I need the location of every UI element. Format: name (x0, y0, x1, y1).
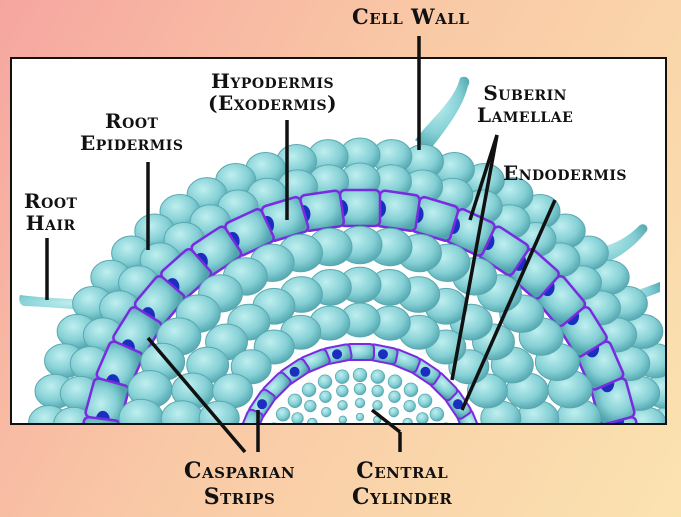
central-cylinder-cell (307, 417, 318, 423)
cortex-cell (118, 398, 164, 423)
cortex-cell (562, 429, 606, 466)
central-cylinder-cell (297, 432, 307, 442)
label-cell-wall: Cell Wall (352, 4, 470, 29)
casparian-strip (332, 349, 343, 360)
central-cylinder-cell (357, 428, 363, 434)
hypodermis-cell (78, 415, 121, 423)
cortex-cell (50, 439, 90, 473)
central-cylinder-cell (372, 447, 378, 453)
central-cylinder-cell (334, 369, 350, 384)
central-cylinder-cell (414, 432, 424, 442)
central-cylinder-cell (319, 457, 325, 463)
central-cylinder-cell (417, 393, 433, 408)
central-cylinder-cell (388, 406, 399, 418)
central-cylinder-cell (355, 412, 365, 422)
central-cylinder-cell (420, 449, 430, 459)
central-cylinder-cell (312, 437, 320, 445)
central-cylinder-cell (319, 390, 332, 403)
casparian-strip (377, 349, 388, 360)
cortex-cell (160, 400, 204, 423)
cortex-cell (630, 439, 670, 473)
central-cylinder-cell (342, 447, 348, 453)
central-cylinder-cell (338, 415, 348, 423)
central-cylinder-cell (282, 428, 294, 440)
central-cylinder-cell (340, 432, 346, 438)
central-cylinder-cell (403, 399, 416, 413)
central-cylinder-cell (327, 442, 333, 448)
label-endodermis: Endodermis (503, 161, 627, 185)
central-cylinder-cell (333, 461, 339, 467)
label-central-cylinder: Central Cylinder (352, 458, 453, 510)
casparian-strip (471, 442, 481, 452)
cortex-cell (523, 430, 565, 466)
casparian-strip (257, 399, 268, 410)
central-cylinder-cell (416, 412, 429, 423)
central-cylinder-cell (337, 400, 348, 411)
label-casparian-strips: Casparian Strips (184, 458, 296, 510)
central-cylinder-cell (287, 393, 303, 408)
central-cylinder-cell (336, 384, 349, 398)
central-cylinder-cell (321, 406, 332, 418)
leader-lines (45, 36, 557, 454)
central-cylinder-cell (276, 444, 288, 456)
central-cylinder-cell (445, 440, 459, 454)
cortex-cell (198, 400, 240, 423)
label-hypodermis: Hypodermis (Exodermis) (208, 69, 338, 115)
central-cylinder-cell (353, 382, 367, 396)
label-root-epidermis: Root Epidermis (80, 109, 184, 155)
cortex-cell (114, 429, 158, 466)
epidermis-cell (655, 437, 681, 471)
central-cylinder-cell (402, 417, 413, 423)
central-cylinder-cell (354, 397, 366, 409)
central-cylinder-cell (372, 400, 383, 411)
label-suberin-lamellae: Suberin Lamellae (477, 81, 574, 127)
central-cylinder-cell (443, 422, 449, 423)
central-cylinder-cell (352, 367, 368, 383)
endodermis-cell (238, 408, 264, 423)
central-cylinder-cell (370, 369, 386, 384)
casparian-strip (452, 399, 463, 410)
central-cylinder-cell (387, 374, 403, 389)
central-cylinder-cell (305, 453, 313, 461)
casparian-strip (420, 366, 431, 377)
central-cylinder-cell (291, 412, 304, 423)
hypodermis-cell (599, 415, 642, 423)
central-cylinder-cell (271, 422, 277, 423)
central-cylinder-cell (301, 382, 317, 398)
endodermis-cell (465, 431, 486, 462)
cortex-cell (488, 431, 528, 465)
central-cylinder-cell (261, 440, 275, 454)
central-cylinder-cell (357, 442, 363, 448)
central-cylinder-cell (429, 407, 445, 422)
central-cylinder-cell (374, 432, 380, 438)
root-hair-top (415, 76, 470, 150)
epidermis-cell (25, 437, 65, 471)
central-cylinder-cell (290, 449, 300, 459)
central-cylinder-cell (388, 390, 401, 403)
central-cylinder-cell (317, 374, 333, 389)
central-cylinder-cell (371, 384, 384, 398)
central-cylinder-cell (275, 407, 291, 422)
central-cylinder-cell (324, 424, 332, 432)
casparian-strip (289, 366, 300, 377)
central-cylinder-cell (304, 399, 317, 413)
central-cylinder-cell (387, 442, 393, 448)
central-cylinder-cell (403, 382, 419, 398)
label-root-hair: Root Hair (24, 189, 78, 235)
central-cylinder-cell (433, 444, 445, 456)
central-cylinder-cell (426, 428, 438, 440)
